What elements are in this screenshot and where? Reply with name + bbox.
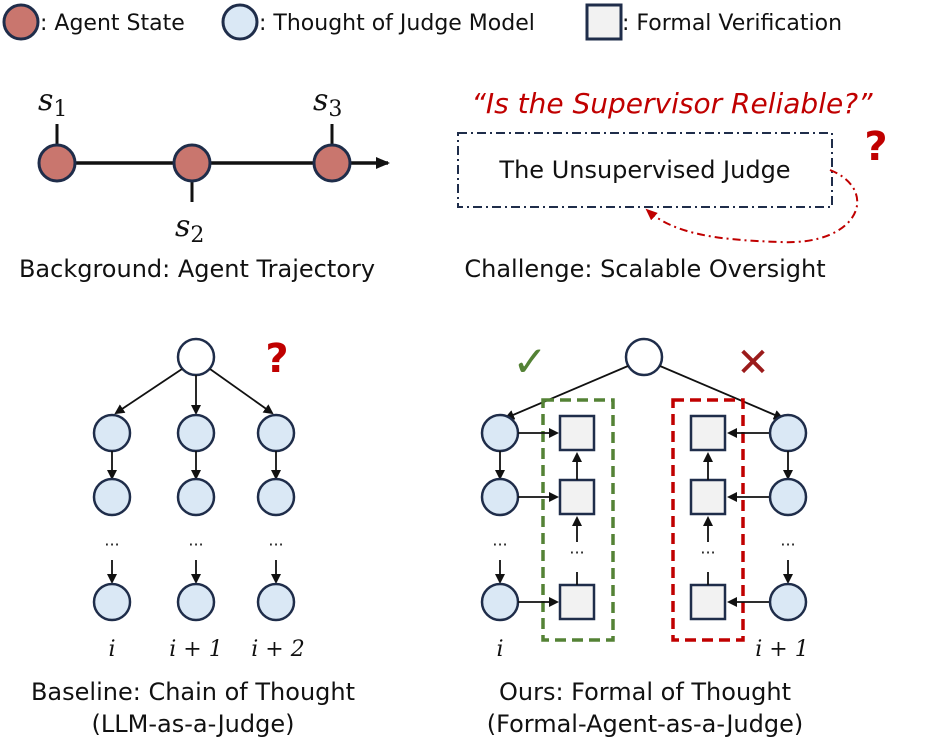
formal-verification-box [689, 414, 727, 452]
baseline-branch-arrow [209, 368, 274, 415]
baseline-thought-node [92, 582, 132, 622]
baseline-col-label: i + 2 [251, 637, 304, 662]
ours-caption-line2: (Formal-Agent-as-a-Judge) [487, 710, 804, 738]
baseline-ellipsis: ··· [104, 535, 119, 554]
baseline-caption-line2: (LLM-as-a-Judge) [92, 710, 295, 738]
ours-thought-node [768, 477, 808, 517]
background-caption: Background: Agent Trajectory [19, 255, 375, 283]
ours-ellipsis: ··· [492, 535, 507, 554]
ours-ellipsis: ··· [780, 535, 795, 554]
ours-ellipsis: ··· [569, 543, 584, 562]
agent-state-s1 [37, 143, 77, 183]
formal-verification-box [689, 478, 727, 516]
cross-icon: ✕ [736, 340, 770, 386]
unsupervised-judge-box [457, 132, 833, 208]
legend: : Agent State : Thought of Judge Model :… [2, 3, 842, 41]
baseline-col-label: i + 1 [169, 637, 222, 662]
challenge-question-mark: ? [864, 124, 887, 170]
ours-thought-node [480, 582, 520, 622]
ours-branch-arrow [659, 365, 784, 420]
baseline-thought-node [176, 582, 216, 622]
formal-verification-box [558, 478, 596, 516]
legend-agent-state-icon [2, 3, 40, 41]
invalid-verification-group [671, 398, 745, 642]
agent-state-s3 [312, 143, 352, 183]
baseline-caption-line1: Baseline: Chain of Thought [31, 678, 355, 706]
baseline-thought-node [176, 413, 216, 453]
baseline-panel: ? ··· ··· ··· i i + 1 i + 2 Baseline: Ch… [31, 336, 355, 738]
state-label-s2: s2 [175, 209, 204, 248]
ours-thought-node [768, 413, 808, 453]
baseline-col-label: i [108, 637, 115, 662]
ours-panel: ✓ ✕ ··· ··· ··· [480, 337, 809, 738]
challenge-panel: “Is the Supervisor Reliable?” The Unsupe… [457, 87, 888, 283]
self-loop-arrow [645, 169, 859, 244]
ours-thought-node [480, 477, 520, 517]
check-icon: ✓ [512, 337, 547, 386]
baseline-ellipsis: ··· [188, 535, 203, 554]
baseline-thought-node [256, 477, 296, 517]
valid-verification-group [541, 398, 615, 642]
ours-root-node [624, 337, 664, 377]
baseline-question-mark: ? [265, 336, 288, 382]
state-label-s1: s1 [38, 83, 67, 122]
baseline-thought-node [256, 413, 296, 453]
baseline-ellipsis: ··· [268, 535, 283, 554]
legend-formal-verification-label: : Formal Verification [622, 11, 842, 36]
challenge-quote: “Is the Supervisor Reliable?” [471, 87, 873, 120]
legend-agent-state-label: : Agent State [40, 11, 185, 36]
baseline-root-node [176, 337, 216, 377]
ours-ellipsis: ··· [700, 543, 715, 562]
formal-verification-box [558, 583, 596, 621]
unsupervised-judge-label: The Unsupervised Judge [498, 156, 790, 184]
ours-thought-node [480, 413, 520, 453]
formal-verification-box [689, 583, 727, 621]
ours-col-label: i [496, 637, 503, 662]
ours-branch-arrow [504, 365, 629, 420]
legend-judge-thought-label: : Thought of Judge Model [259, 11, 535, 36]
ours-caption-line1: Ours: Formal of Thought [499, 678, 791, 706]
challenge-caption: Challenge: Scalable Oversight [464, 255, 825, 283]
legend-formal-verification-icon [585, 3, 623, 41]
state-label-s3: s3 [313, 83, 342, 122]
ours-thought-node [768, 582, 808, 622]
baseline-thought-node [92, 413, 132, 453]
baseline-thought-node [92, 477, 132, 517]
ours-col-label: i + 1 [755, 637, 808, 662]
legend-judge-thought-icon [221, 3, 259, 41]
background-panel: s1 s2 s3 Background: Agent Trajectory [19, 83, 390, 283]
baseline-branch-arrow [114, 368, 183, 415]
formal-verification-box [558, 414, 596, 452]
baseline-thought-node [176, 477, 216, 517]
agent-state-s2 [172, 143, 212, 183]
baseline-thought-node [256, 582, 296, 622]
